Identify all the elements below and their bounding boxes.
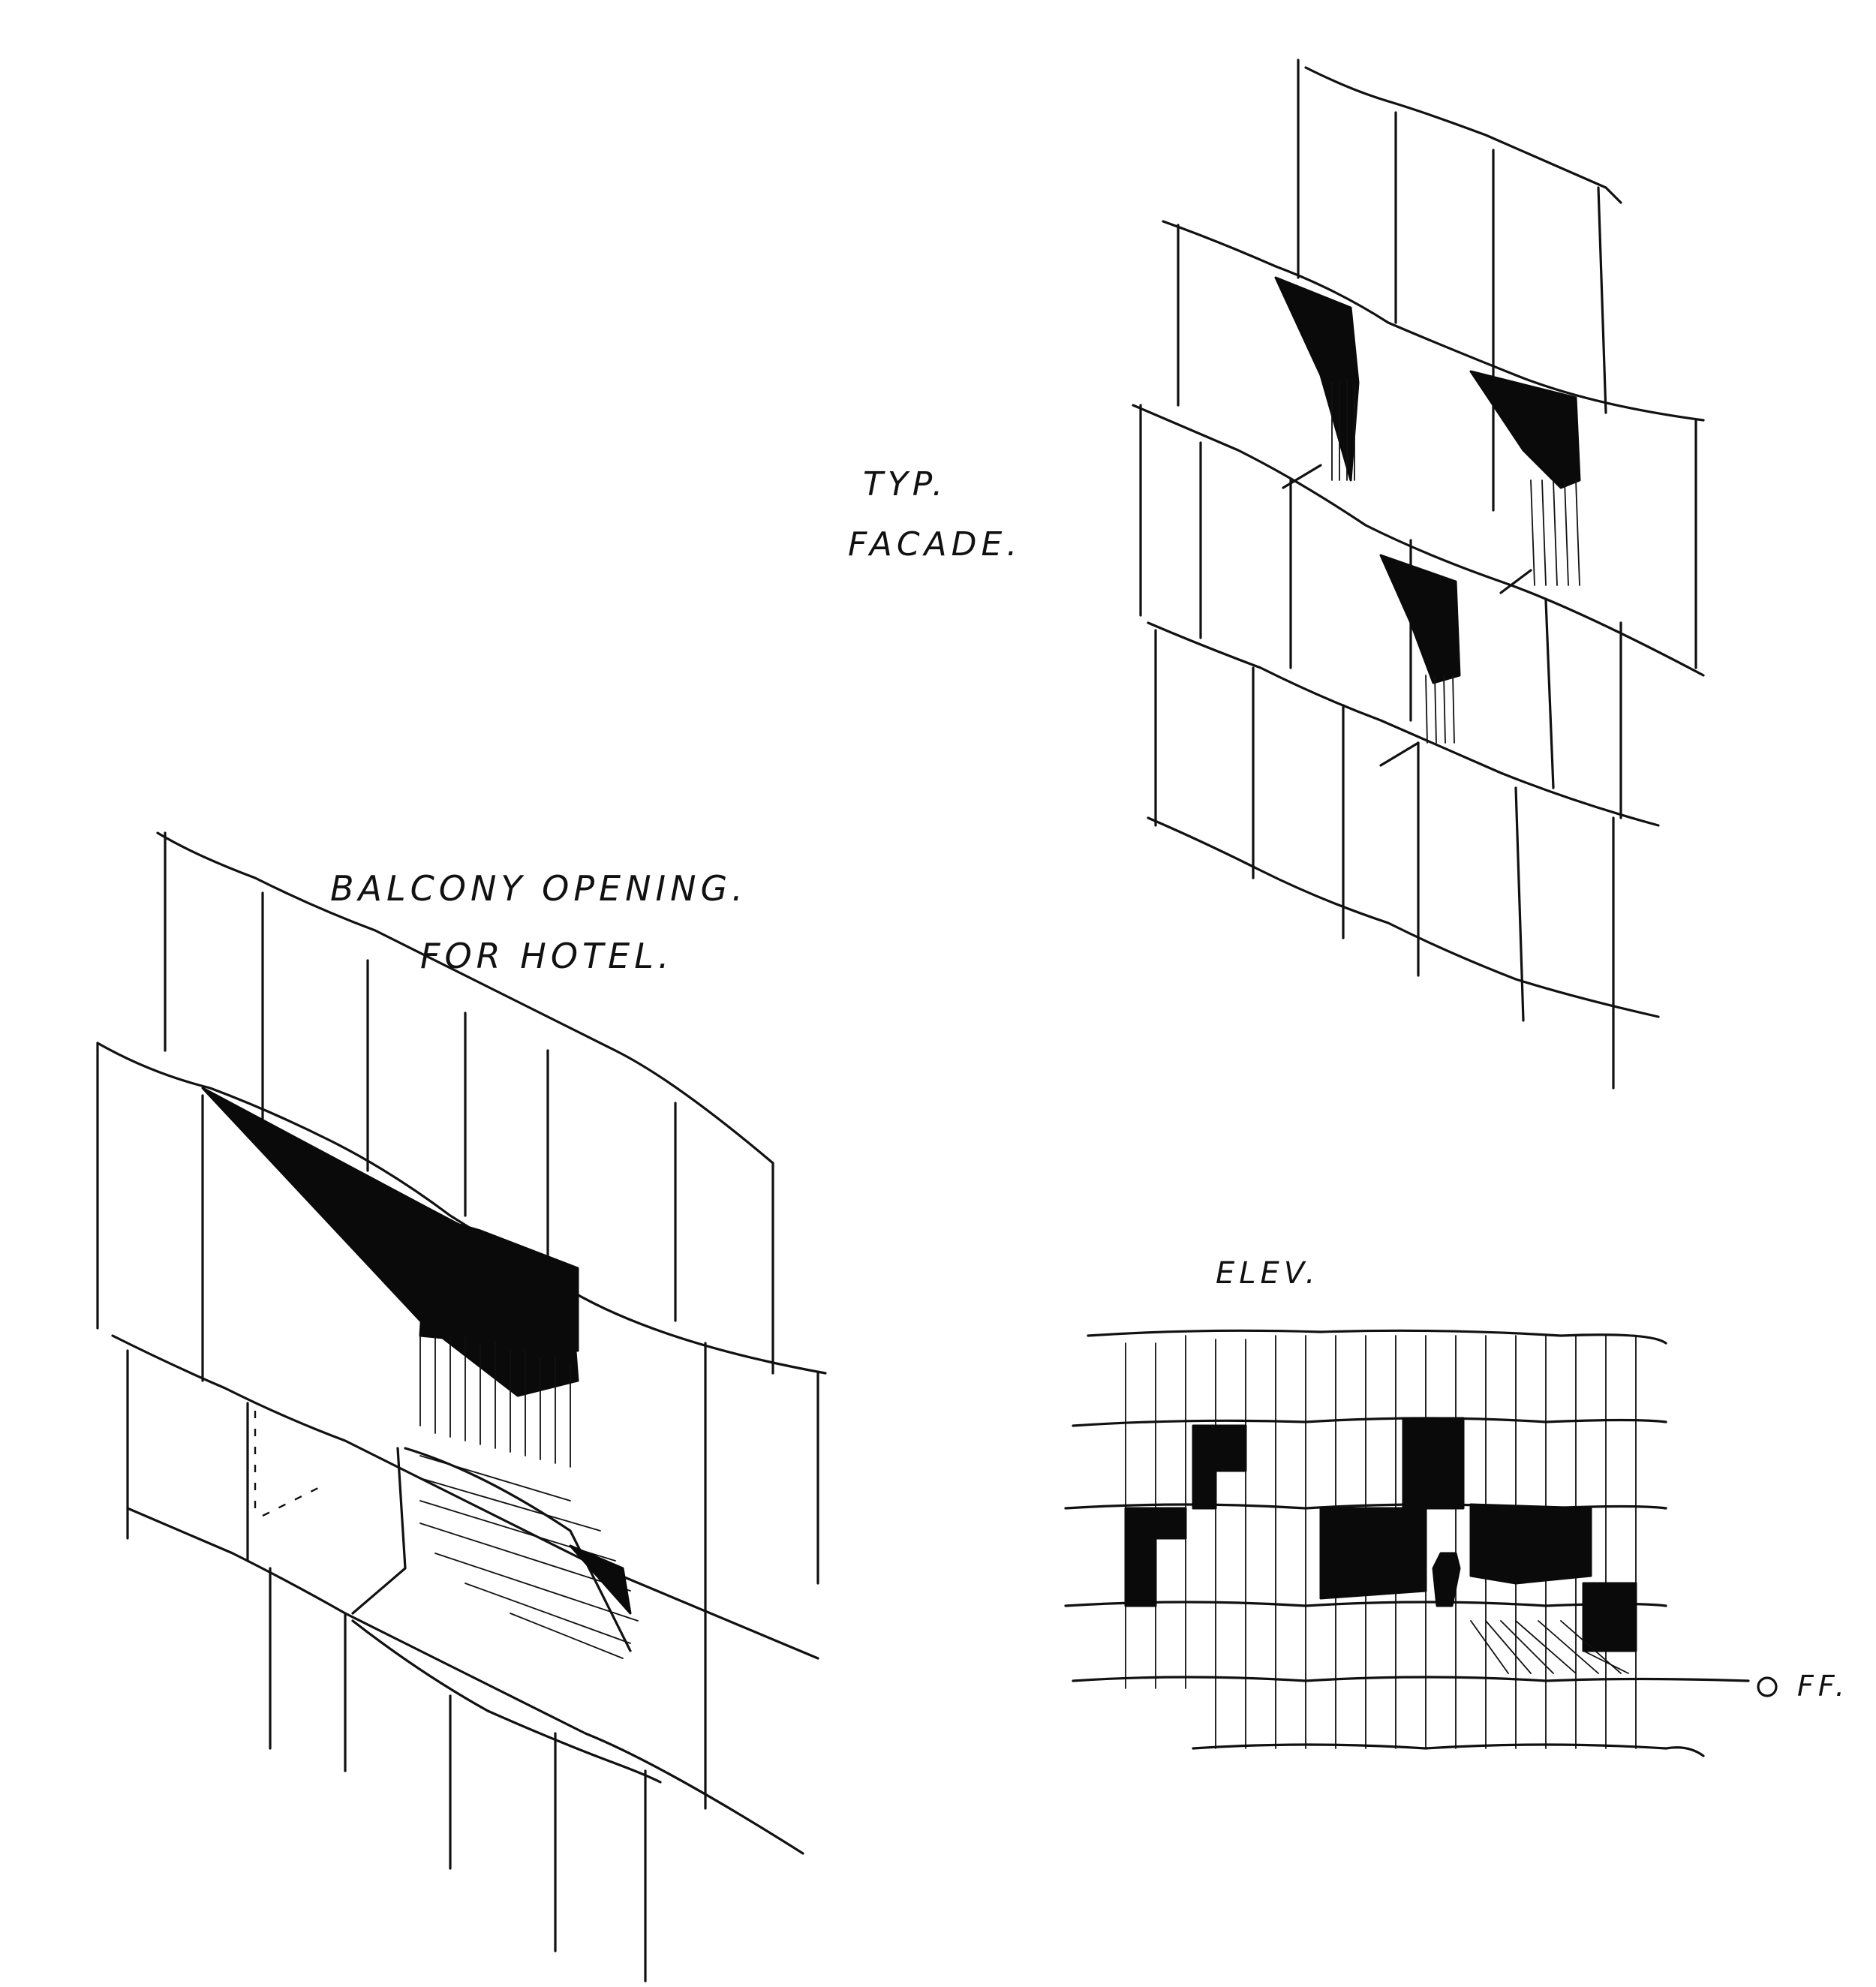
balcony-edge-shadow [569, 1544, 632, 1615]
facade-opening-shadow [1274, 276, 1360, 482]
elevation-opening [1469, 1503, 1592, 1585]
typical-facade-sketch [1132, 59, 1705, 1090]
elevation-opening [1124, 1507, 1187, 1607]
elevation-opening [1319, 1417, 1465, 1600]
label-typical-facade-2: FACADE. [848, 525, 1021, 564]
elevation-opening [1582, 1582, 1637, 1652]
label-ff: FF. [1797, 1670, 1849, 1703]
balcony-opening-sketch [96, 831, 827, 1982]
elevation-sketch [1064, 1329, 1778, 1757]
balcony-canopy-shadow [201, 1087, 579, 1397]
balcony-canopy-shadow [419, 1214, 579, 1352]
label-elevation: ELEV. [1216, 1256, 1319, 1291]
ff-level-marker [1757, 1676, 1778, 1697]
elevation-opening [1192, 1424, 1247, 1510]
label-typical-facade-1: TYP. [863, 465, 947, 504]
label-balcony-opening-1: BALCONY OPENING. [330, 868, 747, 909]
facade-opening-shadow [1379, 554, 1461, 684]
facade-opening-shadow [1469, 370, 1581, 489]
human-figure [1432, 1552, 1461, 1607]
label-balcony-opening-2: FOR HOTEL. [420, 936, 673, 976]
